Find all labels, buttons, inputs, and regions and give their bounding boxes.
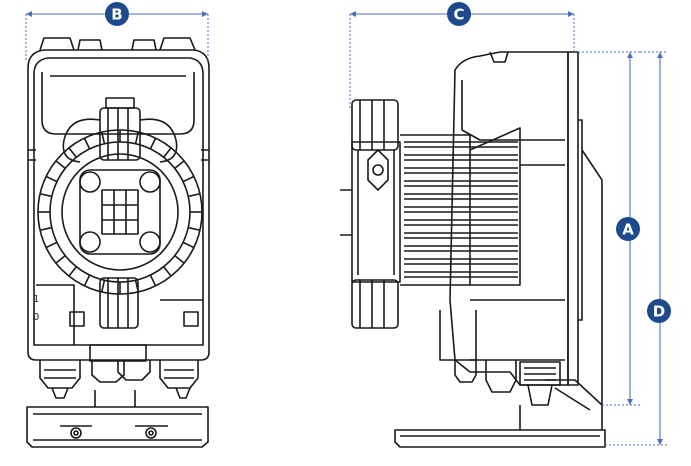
side-fin (404, 154, 518, 161)
side-fin (404, 206, 518, 213)
front-top-valve (62, 97, 178, 163)
front-bottom-valve (99, 277, 139, 329)
side-fin (404, 141, 518, 148)
front-fin (182, 175, 195, 183)
front-fin (163, 266, 172, 277)
front-fin (100, 131, 106, 144)
front-fin (83, 137, 91, 150)
side-view (340, 51, 606, 448)
front-fin (149, 137, 157, 150)
front-radial-fins (38, 130, 202, 294)
side-finned-cylinder (404, 141, 518, 278)
front-fin (100, 280, 106, 293)
front-fin (55, 160, 66, 169)
side-fin (404, 180, 518, 187)
front-cable-glands (39, 344, 199, 399)
dimension-d: D (605, 51, 671, 446)
dimension-b-badge (105, 2, 129, 26)
front-fin (149, 274, 157, 287)
front-fin (55, 255, 66, 264)
side-body-housing (449, 51, 569, 386)
front-view: 1 0 (26, 37, 210, 448)
front-fin (39, 192, 52, 198)
side-fin (404, 193, 518, 200)
front-fin (174, 255, 185, 264)
dimension-a-badge (616, 217, 640, 241)
dimension-a-label: A (622, 221, 634, 239)
front-fin (45, 175, 58, 183)
side-fin (404, 258, 518, 265)
front-pump-head (37, 129, 203, 295)
dimension-c-label: C (453, 6, 464, 24)
front-base-foot (26, 390, 209, 448)
front-fin (39, 226, 52, 232)
front-fin (174, 160, 185, 169)
dimension-b: B (25, 2, 209, 60)
front-body-housing (27, 37, 210, 361)
side-pump-head (340, 99, 401, 329)
side-fin (404, 245, 518, 252)
dimension-c-badge (447, 2, 471, 26)
dimension-b-label: B (111, 6, 122, 24)
front-fin (45, 241, 58, 249)
front-fin (163, 147, 172, 158)
front-mark-0: 0 (33, 312, 39, 323)
side-cable-glands (439, 310, 561, 406)
front-fin (83, 274, 91, 287)
front-fin (68, 147, 77, 158)
front-fin (188, 226, 201, 232)
side-fin (404, 232, 518, 239)
front-fin (182, 241, 195, 249)
side-fin (404, 167, 518, 174)
side-fin (404, 219, 518, 226)
front-mark-1: 1 (33, 294, 39, 305)
dimension-a: A (578, 51, 640, 406)
front-fin (68, 266, 77, 277)
side-mount-plate (567, 51, 603, 405)
dimension-d-label: D (653, 303, 665, 321)
front-fin (188, 192, 201, 198)
side-cylinder-body (400, 127, 565, 286)
dimension-c: C (349, 2, 575, 110)
side-fin (404, 271, 518, 278)
dimension-d-badge (647, 299, 671, 323)
side-base-foot (394, 379, 606, 448)
front-fin (134, 131, 140, 144)
